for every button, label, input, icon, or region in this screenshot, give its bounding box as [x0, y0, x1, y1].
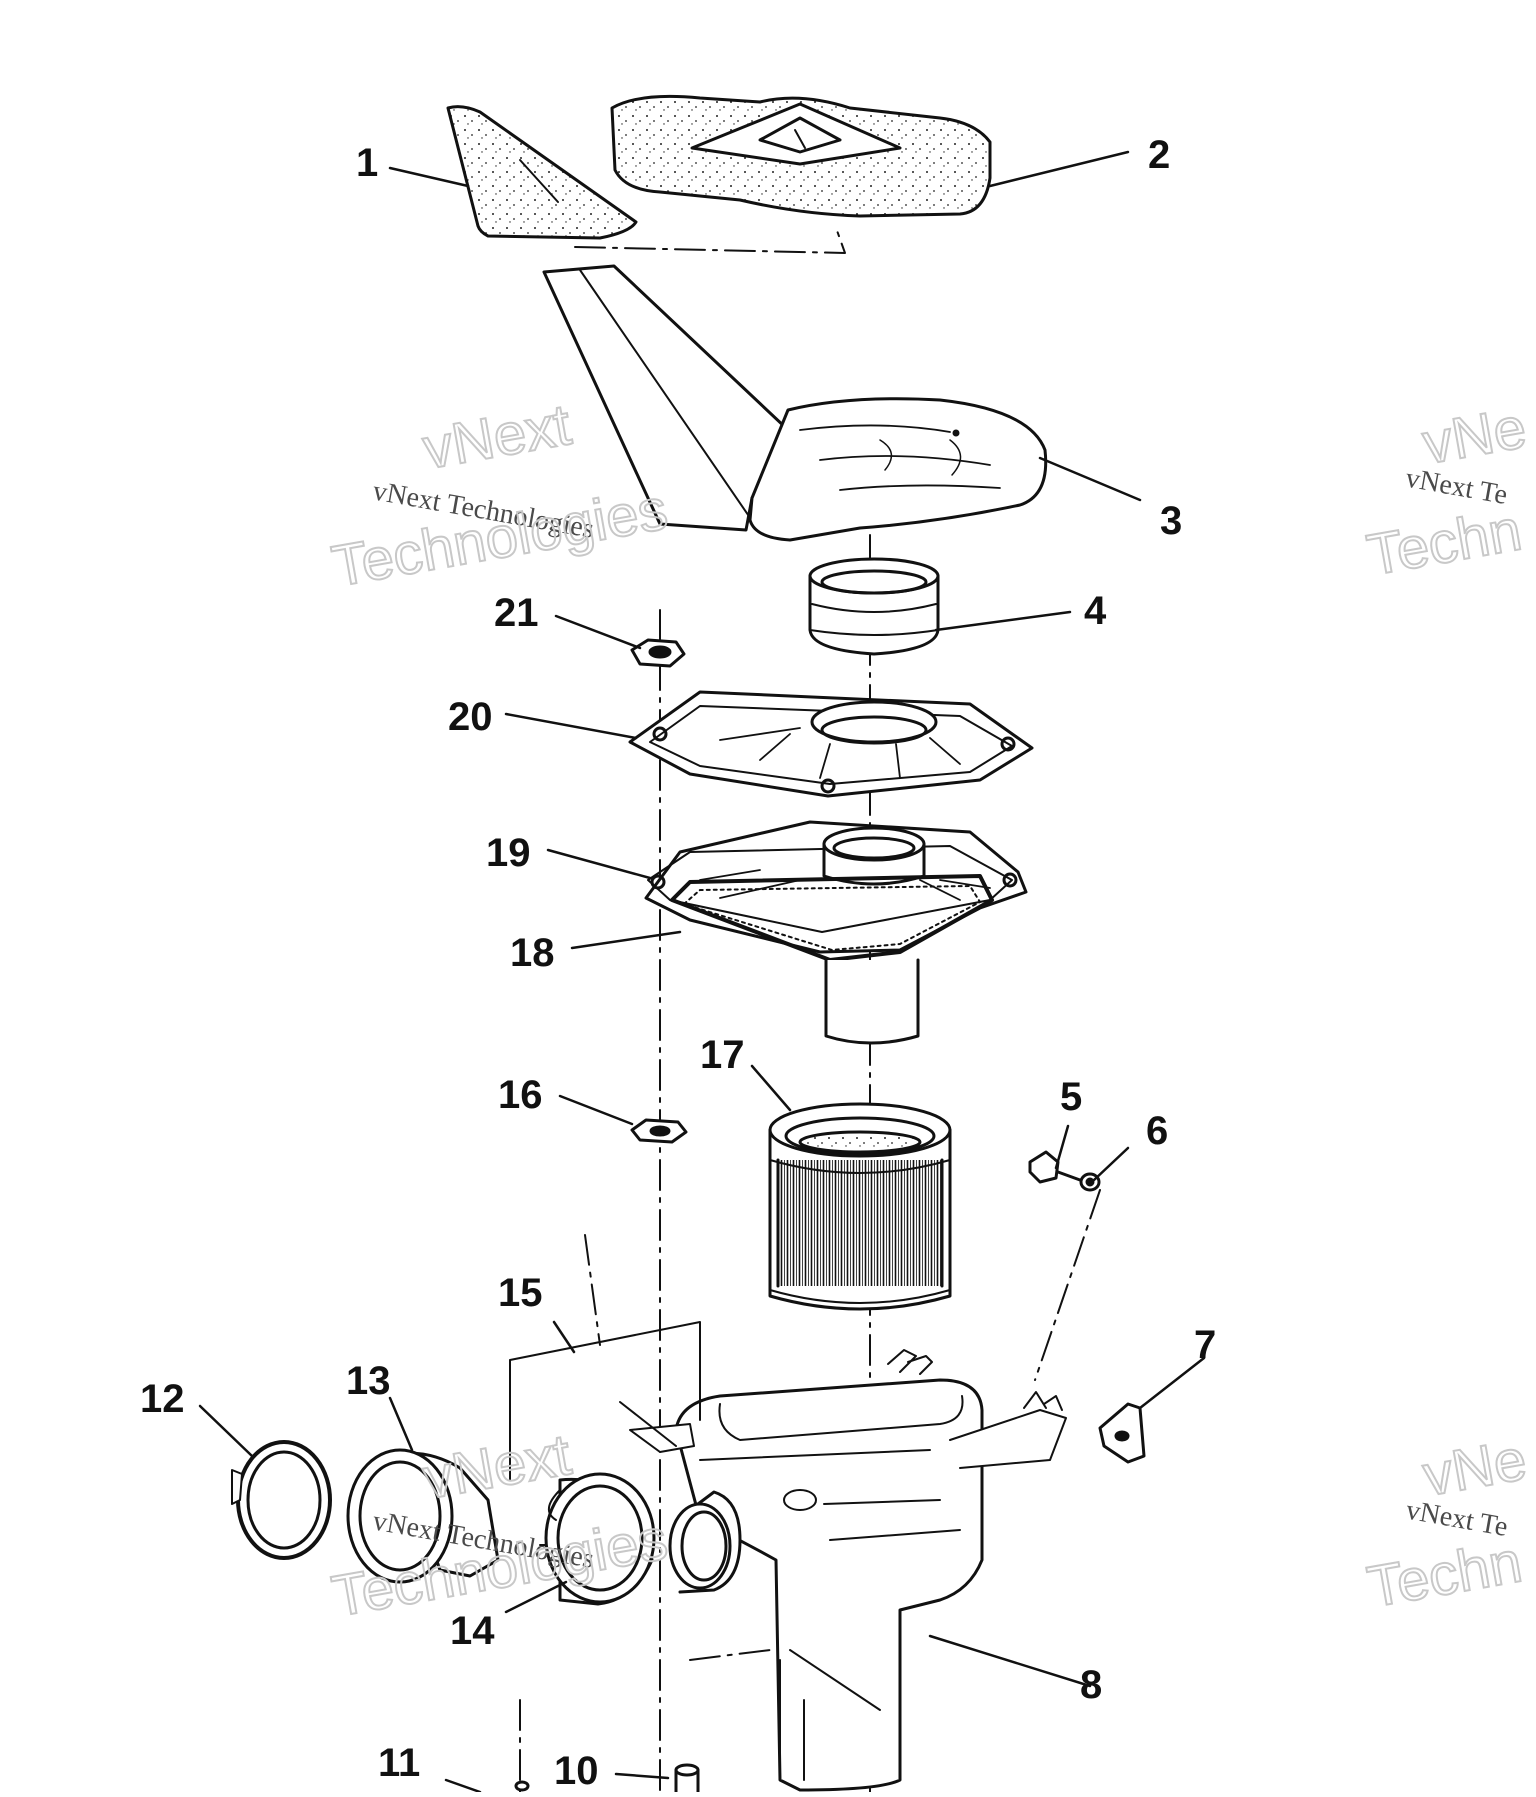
callout-6: 6	[1146, 1109, 1168, 1153]
callout-7: 7	[1194, 1323, 1216, 1367]
part-8-airbox	[629, 1349, 1067, 1792]
part-21-nut	[630, 638, 686, 668]
callout-13: 13	[346, 1359, 391, 1403]
part-1-foam-wedge	[446, 105, 638, 240]
part-20-housing-cover	[628, 690, 1034, 798]
callout-20: 20	[448, 695, 493, 739]
watermark-partial-brand: vNe	[1418, 395, 1531, 477]
callout-15: 15	[498, 1271, 543, 1315]
part-4-intake-boot	[808, 557, 940, 656]
callout-17: 17	[700, 1033, 745, 1077]
part-19-filter-housing	[644, 820, 1028, 954]
callout-numbers: 1 2 3 4 5 6 7 8 10 11 12 13 14 15 16 17 …	[140, 133, 1216, 1793]
callout-5: 5	[1060, 1075, 1082, 1119]
watermark-partial-line2: Techn	[1362, 497, 1526, 588]
watermark-right-top: vNe vNext Te Techn	[1361, 394, 1531, 589]
watermark-brand: vNext	[418, 392, 575, 482]
callout-16: 16	[498, 1073, 543, 1117]
watermark-right-bottom: vNe vNext Te Techn	[1362, 1426, 1532, 1621]
part-3-airbox-cover	[542, 264, 1048, 542]
callout-2: 2	[1148, 133, 1170, 177]
callout-12: 12	[140, 1377, 185, 1421]
watermark-partial-line2-2: Techn	[1363, 1529, 1527, 1620]
part-5-bolt	[1028, 1150, 1082, 1184]
callout-14: 14	[450, 1609, 495, 1653]
callout-3: 3	[1160, 499, 1182, 543]
leader-lines	[198, 150, 1206, 1794]
housing-outlet-tube	[824, 958, 920, 1045]
part-12-clamp	[231, 1440, 332, 1560]
callout-10: 10	[554, 1749, 599, 1792]
callout-21: 21	[494, 591, 539, 635]
part-14-connector-boot	[544, 1472, 656, 1606]
callout-11: 11	[378, 1741, 420, 1785]
callout-1: 1	[356, 141, 378, 185]
part-11-screw	[514, 1780, 530, 1792]
part-16-nut	[630, 1118, 688, 1144]
part-2-foam-pad	[610, 94, 992, 218]
callout-8: 8	[1080, 1663, 1102, 1707]
part-17-filter-element	[768, 1102, 952, 1311]
watermark-partial-brand-2: vNe	[1418, 1427, 1531, 1509]
part-15-frame-bracket	[509, 1321, 701, 1481]
callout-19: 19	[486, 831, 531, 875]
part-10-dowel	[674, 1763, 700, 1794]
part-7-clip	[1098, 1402, 1146, 1464]
callout-18: 18	[510, 931, 555, 975]
callout-4: 4	[1084, 589, 1107, 633]
part-13-rubber-ring	[346, 1448, 500, 1584]
